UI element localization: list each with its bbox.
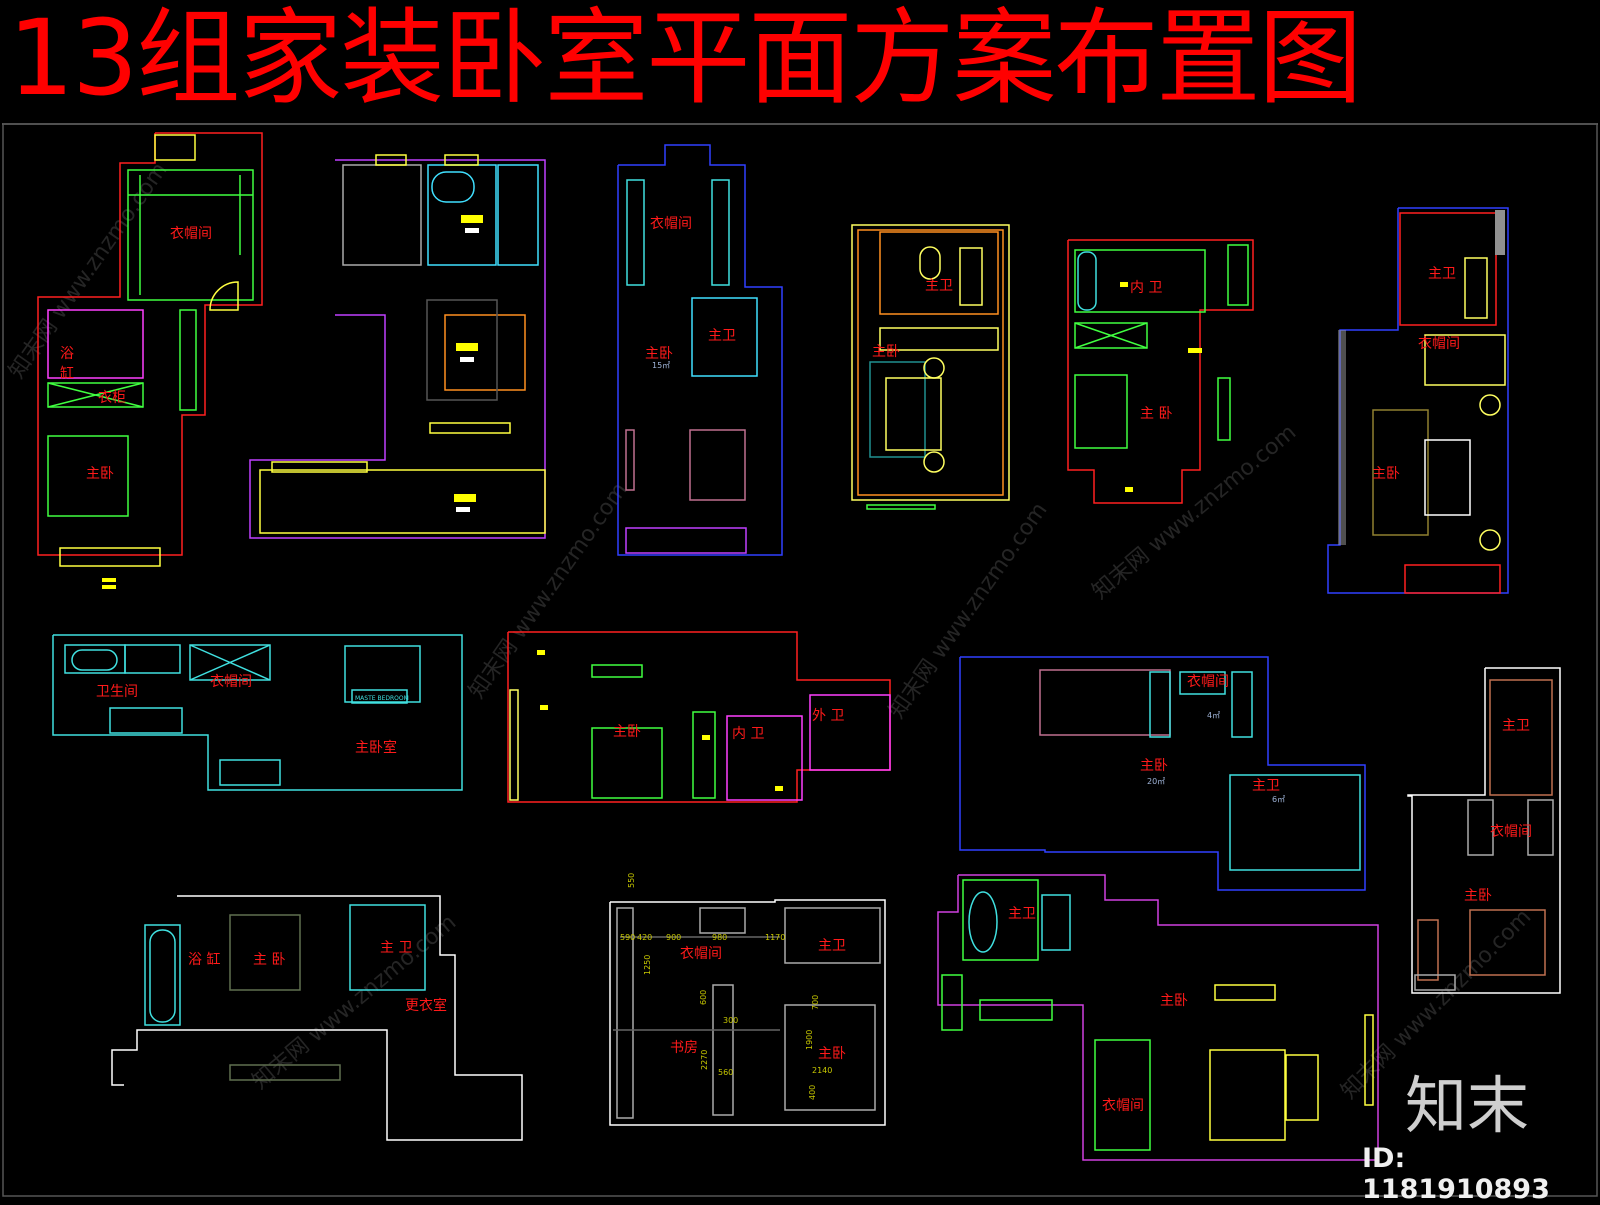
- svg-text:1900: 1900: [805, 1030, 814, 1050]
- dimension-labels: 550 590 420 900 980 1170 1250 600 2270 3…: [620, 873, 832, 1100]
- svg-text:700: 700: [811, 995, 820, 1010]
- svg-text:知末网 www.znzmo.com: 知末网 www.znzmo.com: [884, 498, 1052, 723]
- room-label: 衣帽间: [1102, 1098, 1144, 1114]
- image-id-label: ID: 1181910893: [1362, 1143, 1550, 1205]
- plan-5: 内 卫 主 卧: [1067, 239, 1254, 504]
- svg-text:600: 600: [699, 990, 708, 1005]
- area-label: 4㎡: [1207, 711, 1220, 720]
- room-label: 主卧: [1160, 993, 1188, 1009]
- plan-1: 衣帽间 浴 缸 衣柜 主卧: [37, 132, 263, 589]
- area-label: 20㎡: [1147, 777, 1165, 786]
- room-label: 主卧室: [355, 739, 397, 756]
- room-label: 浴: [60, 346, 74, 362]
- room-label: 主卧: [645, 346, 673, 362]
- room-label: 衣帽间: [680, 946, 722, 962]
- room-label: 更衣室: [405, 997, 447, 1014]
- svg-text:2140: 2140: [812, 1066, 832, 1075]
- svg-text:900: 900: [666, 933, 681, 942]
- room-label: 衣帽间: [170, 226, 212, 242]
- plan-6: 主卫 衣帽间 主卧: [1327, 207, 1509, 594]
- svg-text:1250: 1250: [643, 955, 652, 975]
- svg-text:980: 980: [712, 933, 727, 942]
- room-label: 浴 缸: [188, 951, 220, 968]
- room-label: 缸: [60, 365, 74, 382]
- svg-text:知末网 www.znzmo.com: 知末网 www.znzmo.com: [464, 478, 632, 703]
- room-label: 主卧: [86, 466, 114, 482]
- drawing-frame: [2, 123, 1598, 1197]
- room-label: 主卫: [1252, 778, 1280, 794]
- room-label: 书房: [670, 1040, 698, 1056]
- room-label: 主卧: [613, 724, 641, 740]
- svg-text:420: 420: [637, 933, 652, 942]
- plan-8: 主卧 内 卫 外 卫: [507, 631, 891, 803]
- room-label: 主卫: [1008, 906, 1036, 922]
- plan-7: 卫生间 衣帽间 主卧室 MASTE BEDROOM: [52, 634, 463, 791]
- plan-3: 衣帽间 主卫 主卧 15㎡: [617, 144, 783, 556]
- room-label: 内 卫: [1130, 280, 1162, 296]
- room-label: 内 卫: [732, 726, 764, 742]
- svg-text:550: 550: [627, 873, 636, 888]
- room-label: 衣柜: [98, 390, 126, 406]
- room-label: 衣帽间: [210, 674, 252, 690]
- room-label: 衣帽间: [650, 216, 692, 232]
- svg-text:1170: 1170: [765, 933, 785, 942]
- room-label: 外 卫: [812, 708, 844, 724]
- room-label: 主 卫: [380, 940, 412, 956]
- page-title: 13组家装卧室平面方案布置图: [8, 0, 1362, 119]
- room-label: 卫生间: [96, 684, 138, 700]
- room-label: 主卧: [1464, 888, 1492, 904]
- plan-12: 衣帽间 书房 主卫 主卧 550 590 420 900 980 1170 12…: [609, 873, 886, 1126]
- room-label: 衣帽间: [1187, 674, 1229, 690]
- room-label: 主卫: [708, 328, 736, 344]
- svg-text:560: 560: [718, 1068, 733, 1077]
- room-label: 主卧: [872, 344, 900, 360]
- svg-text:2270: 2270: [700, 1050, 709, 1070]
- room-label: 主卧: [1140, 758, 1168, 774]
- area-label: 6㎡: [1272, 795, 1285, 804]
- area-label: 15㎡: [652, 361, 670, 370]
- plan-13: 主卫 主卧 衣帽间: [937, 874, 1379, 1161]
- room-label: 主卫: [925, 278, 953, 294]
- plan-11: 浴 缸 主 卧 主 卫 更衣室: [111, 895, 523, 1141]
- plan-2: [249, 154, 546, 539]
- room-label: 主 卧: [1140, 406, 1172, 422]
- svg-text:590: 590: [620, 933, 635, 942]
- room-label: 主卧: [818, 1046, 846, 1062]
- room-label: 衣帽间: [1490, 824, 1532, 840]
- room-label: 主 卧: [253, 952, 285, 968]
- bed-label: MASTE BEDROOM: [355, 695, 409, 702]
- svg-text:知末网 www.znzmo.com: 知末网 www.znzmo.com: [4, 158, 172, 383]
- room-label: 主卫: [818, 938, 846, 954]
- room-label: 主卫: [1428, 266, 1456, 282]
- room-label: 衣帽间: [1418, 336, 1460, 352]
- svg-text:300: 300: [723, 1016, 738, 1025]
- watermark-logo: 知末: [1405, 1069, 1530, 1142]
- room-label: 主卫: [1502, 718, 1530, 734]
- plan-10: 主卫 衣帽间 主卧: [1407, 667, 1561, 994]
- plan-9: 衣帽间 4㎡ 主卧 20㎡ 主卫 6㎡: [959, 656, 1366, 891]
- svg-text:400: 400: [808, 1085, 817, 1100]
- plan-4: 主卫 主卧: [851, 224, 1010, 510]
- room-label: 主卧: [1372, 466, 1400, 482]
